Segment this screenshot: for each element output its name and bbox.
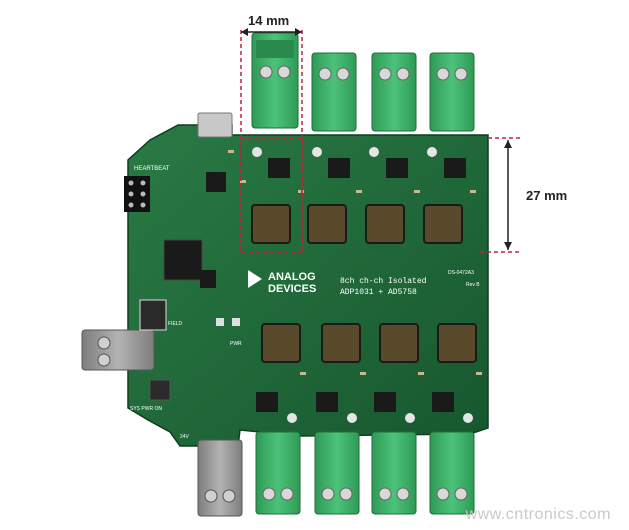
- brand-line1: ANALOG: [268, 271, 316, 283]
- height-dimension-label: 27 mm: [526, 188, 568, 203]
- bottom-channel-row: [256, 323, 477, 423]
- silk-sys-pwr: SYS PWR ON: [130, 406, 162, 412]
- terminal-block-bottom-2: [314, 431, 360, 515]
- watermark: www.cntronics.com: [465, 506, 611, 523]
- small-ic-2: [200, 270, 216, 288]
- terminal-block-top-4: [429, 52, 475, 132]
- microcontroller-chip: [163, 239, 203, 281]
- silk-field: FIELD: [168, 321, 183, 327]
- width-dimension-label: 14 mm: [248, 13, 290, 28]
- board-title-line1: 8ch ch-ch Isolated: [340, 277, 427, 286]
- analog-devices-logo-icon: [248, 270, 262, 288]
- inductor-left: [149, 379, 171, 401]
- white-connector: [139, 299, 167, 331]
- terminal-block-top-3: [371, 52, 417, 132]
- terminal-block-bottom-3: [371, 431, 417, 515]
- bottom-terminal-blocks: [255, 431, 475, 515]
- top-channel-row: [251, 147, 466, 244]
- usb-connector: [197, 112, 233, 138]
- terminal-block-bottom-1: [255, 431, 301, 515]
- width-dimension: [240, 28, 303, 253]
- silk-pwr: PWR: [230, 341, 242, 347]
- passive-components: [216, 150, 482, 375]
- pin-header: [124, 176, 150, 212]
- terminal-block-top-1: [251, 32, 299, 129]
- part-code: DS-0472A3: [448, 270, 474, 276]
- board-title-line2: ADP1031 + AD5758: [340, 288, 417, 297]
- brand-line2: DEVICES: [268, 283, 316, 295]
- revision: Rev B: [466, 282, 480, 288]
- height-dimension: [480, 137, 520, 253]
- top-terminal-blocks: [251, 32, 475, 132]
- silk-24v: 24V: [180, 434, 190, 440]
- terminal-block-top-2: [311, 52, 357, 132]
- grey-connector-left: [81, 329, 155, 371]
- small-ic: [206, 172, 226, 192]
- silk-heartbeat: HEARTBEAT: [134, 166, 170, 172]
- terminal-block-bottom-4: [429, 431, 475, 515]
- grey-connector-bottom: [197, 439, 243, 517]
